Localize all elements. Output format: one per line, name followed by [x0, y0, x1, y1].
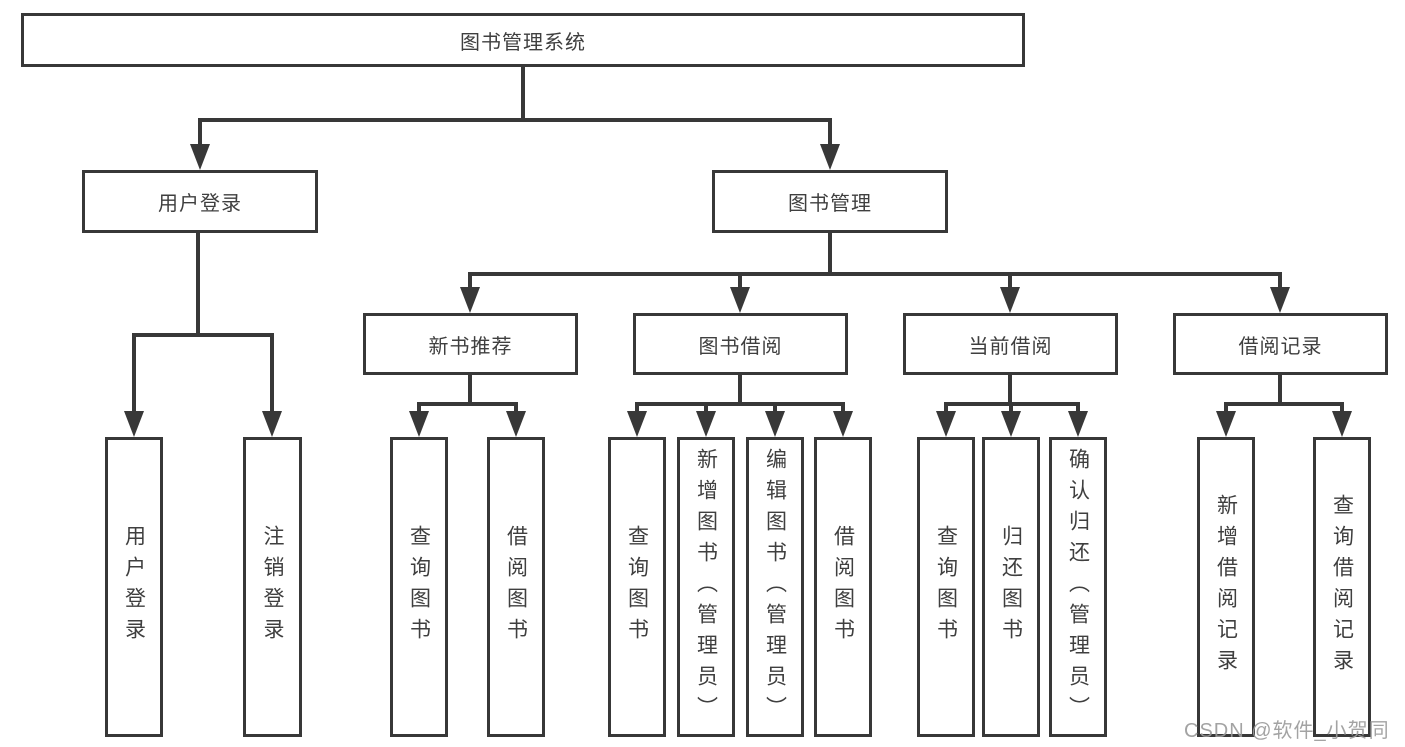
csdn-watermark: CSDN @软件_小贺同学 — [1184, 720, 1390, 742]
leaf-query-books-borrowing: 查询图书 — [608, 437, 666, 737]
leaf-return-books: 归还图书 — [982, 437, 1040, 737]
leaf-borrow-books-borrowing: 借阅图书 — [814, 437, 872, 737]
node-current-borrowing: 当前借阅 — [903, 313, 1118, 375]
leaf-query-books-recommend: 查询图书 — [390, 437, 448, 737]
leaf-user-login: 用户登录 — [105, 437, 163, 737]
leaf-query-borrow-record: 查询借阅记录 — [1313, 437, 1371, 737]
node-book-management: 图书管理 — [712, 170, 948, 233]
node-library-management-system: 图书管理系统 — [21, 13, 1025, 67]
leaf-logout: 注销登录 — [243, 437, 302, 737]
node-borrowing-records: 借阅记录 — [1173, 313, 1388, 375]
leaf-add-book-admin: 新增图书（管理员） — [677, 437, 735, 737]
leaf-edit-book-admin: 编辑图书（管理员） — [746, 437, 804, 737]
leaf-query-books-current: 查询图书 — [917, 437, 975, 737]
node-book-borrowing: 图书借阅 — [633, 313, 848, 375]
leaf-add-borrow-record: 新增借阅记录 — [1197, 437, 1255, 737]
node-user-login: 用户登录 — [82, 170, 318, 233]
leaf-confirm-return-admin: 确认归还（管理员） — [1049, 437, 1107, 737]
leaf-borrow-books-recommend: 借阅图书 — [487, 437, 545, 737]
node-new-book-recommendation: 新书推荐 — [363, 313, 578, 375]
